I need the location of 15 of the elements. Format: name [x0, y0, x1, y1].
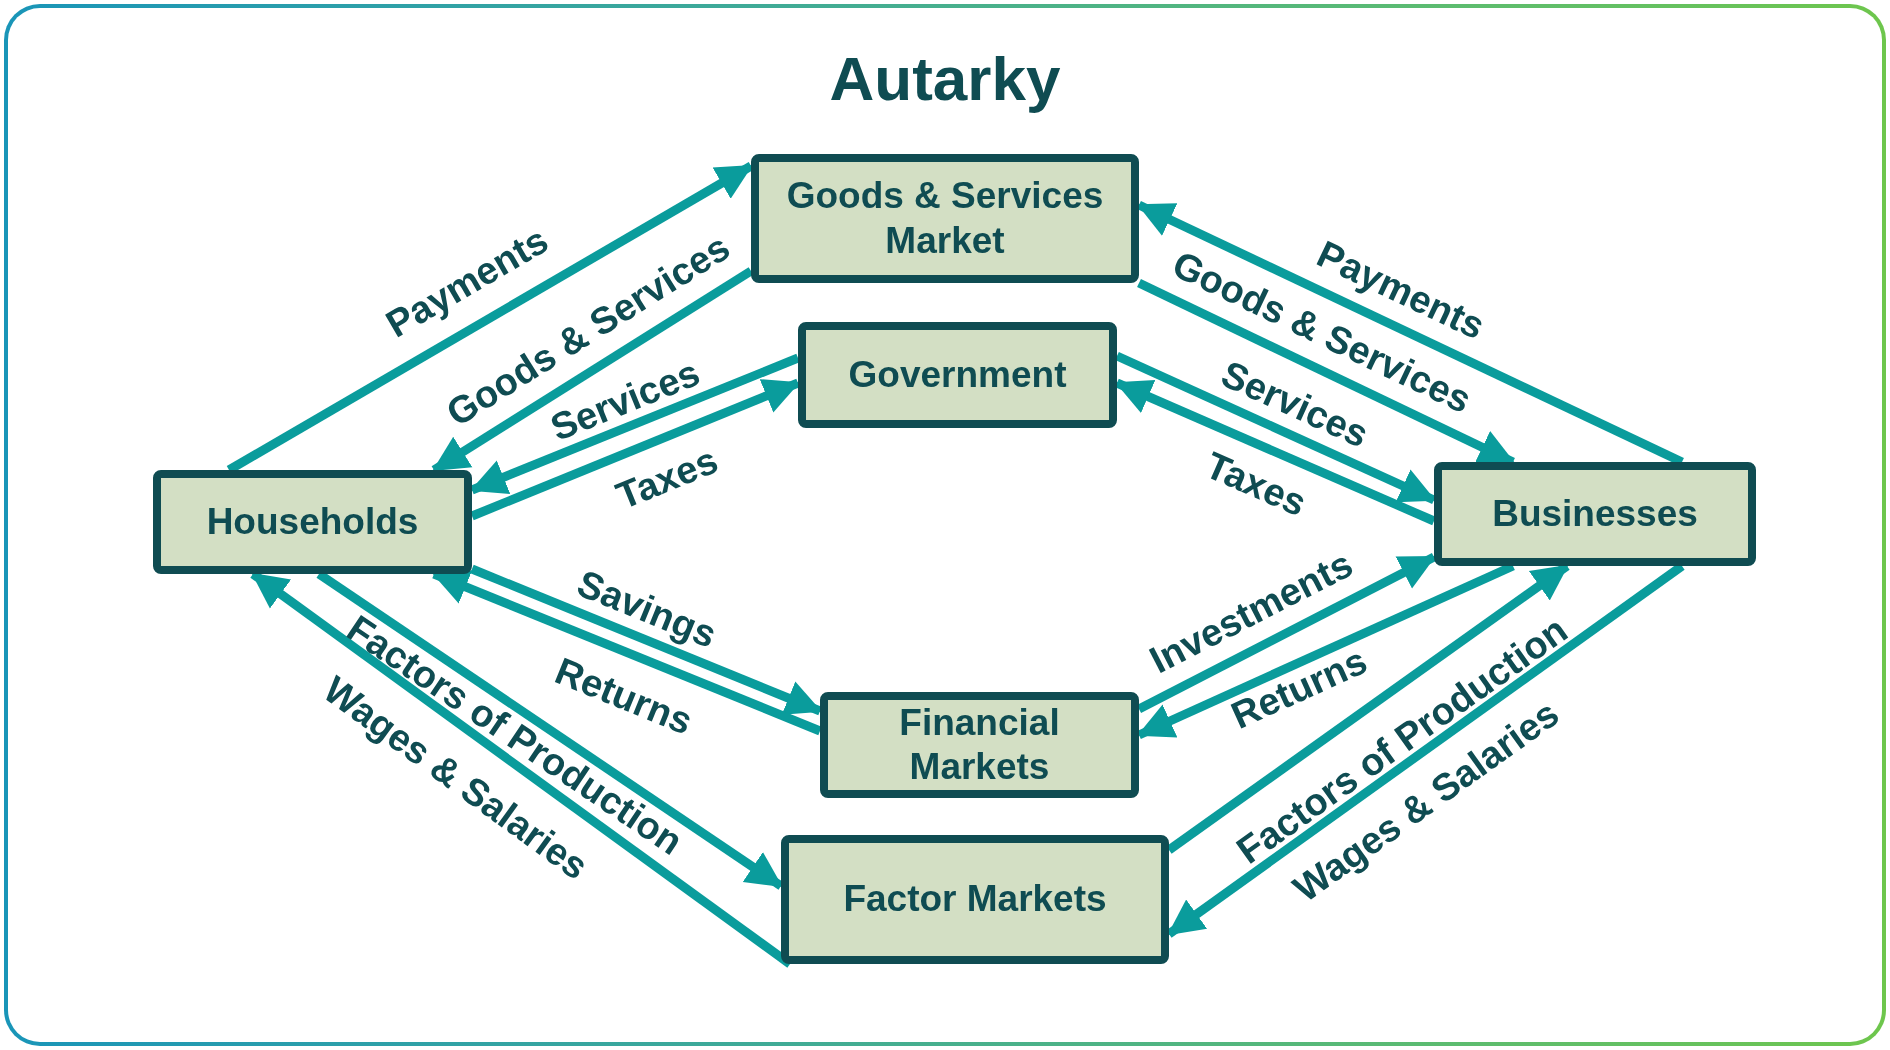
market-box: Goods & Services Market [751, 154, 1139, 283]
arrow [470, 378, 800, 521]
diagram-title: Autarky [828, 43, 1062, 115]
arrow [470, 353, 800, 495]
market-box: Government [798, 322, 1117, 428]
arrow [1115, 378, 1436, 526]
market-box: Households [153, 470, 472, 574]
edge-label: Taxes [1200, 445, 1312, 523]
market-box: Financial Markets [820, 692, 1139, 798]
arrow [470, 564, 822, 716]
arrow [1115, 351, 1436, 505]
market-box: Businesses [1434, 462, 1756, 566]
arrow [432, 569, 822, 736]
market-box: Factor Markets [781, 835, 1169, 964]
edge-label: Taxes [611, 440, 723, 516]
